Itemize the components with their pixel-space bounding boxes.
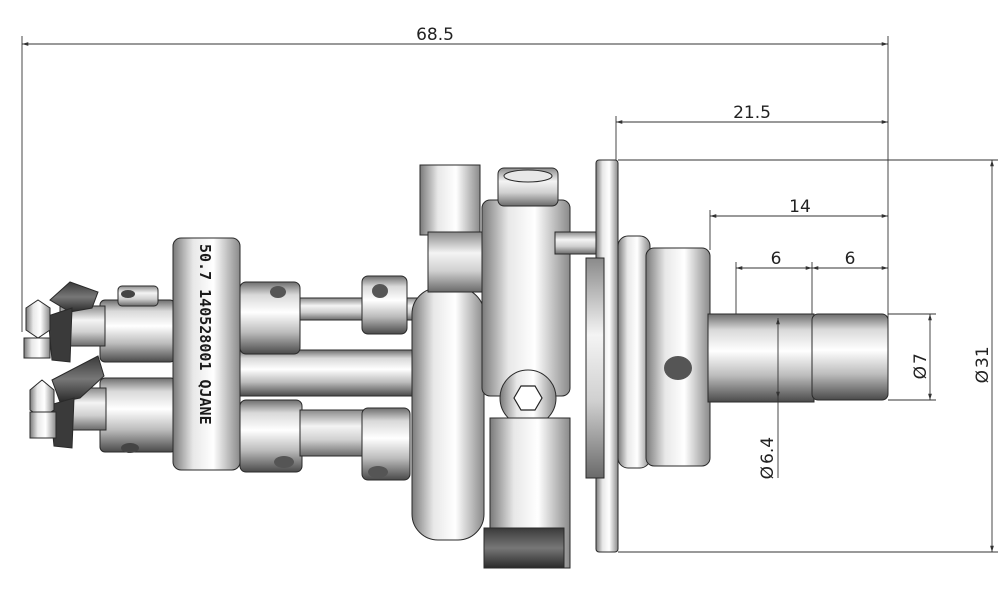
engraved-ring: 50.7 140528001 QJANE (172, 237, 241, 471)
clamp-nut (617, 235, 651, 469)
shank-neck (707, 313, 815, 403)
lower-jaw-tip (51, 355, 105, 403)
dim-diameter-symbol-6-4: Ø (758, 466, 778, 479)
dim-flange-diameter: 31 (973, 346, 993, 368)
shank-hole (664, 356, 692, 380)
dim-pin-length: 14 (789, 197, 811, 217)
dim-overall-length: 68.5 (416, 25, 454, 45)
dim-neck-diameter: 6.4 (758, 437, 778, 464)
dim-pin-diameter: 7 (911, 353, 931, 364)
upper-hex-nut (25, 299, 51, 339)
dimension-annotations: 68.5 21.5 14 6 6 Ø 7 Ø 6.4 Ø 31 (21, 25, 998, 553)
lower-hex-nut (29, 379, 55, 419)
dim-diameter-symbol-31: Ø (973, 370, 993, 383)
central-body (481, 167, 616, 569)
collet-assembly: 50.7 140528001 QJANE (23, 159, 889, 569)
upper-jaw-tip (49, 281, 99, 313)
bottom-block (483, 527, 565, 569)
dim-step-b: 6 (845, 249, 856, 269)
body-disc (411, 287, 485, 541)
engraving-text: 50.7 140528001 QJANE (196, 244, 214, 425)
top-block (419, 164, 481, 236)
shank-pin (811, 313, 889, 401)
dim-diameter-symbol-7: Ø (911, 366, 931, 379)
lower-jaw-assembly (29, 355, 411, 481)
dim-step-a: 6 (771, 249, 782, 269)
dim-shank-length: 21.5 (733, 103, 771, 123)
